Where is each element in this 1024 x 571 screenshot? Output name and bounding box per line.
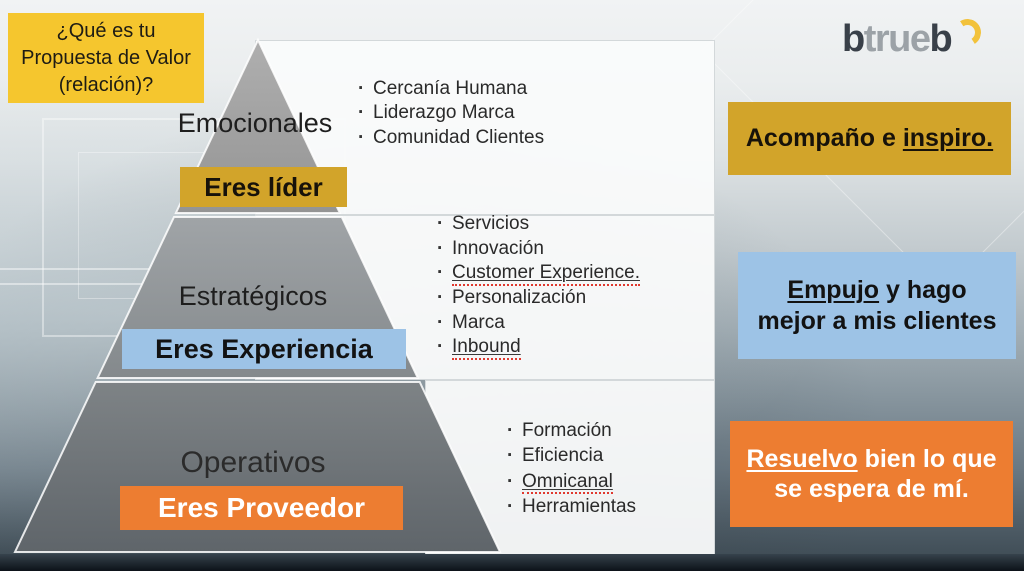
- message-text: bien lo que se espera de mí.: [774, 444, 997, 504]
- spellcheck-flagged-text: Customer Experience.: [452, 262, 640, 287]
- question-text: ¿Qué es tu Propuesta de Valor (relación)…: [21, 19, 191, 96]
- bullet-item: Eficiencia: [507, 443, 636, 469]
- bullet-item: Cercanía Humana: [358, 77, 544, 102]
- bullet-item: Personalización: [437, 286, 640, 311]
- message-box-operativos: Resuelvo bien lo que se espera de mí.: [730, 421, 1013, 527]
- question-box: ¿Qué es tu Propuesta de Valor (relación)…: [8, 13, 204, 103]
- bullets-estrategicos: Servicios Innovación Customer Experience…: [437, 212, 640, 361]
- logo-middle: true: [863, 18, 931, 60]
- bottom-bar: [0, 554, 1024, 571]
- circuit-line-decoration: [0, 268, 225, 270]
- bullets-emocionales: Cercanía Humana Liderazgo Marca Comunida…: [358, 77, 544, 150]
- bullet-item: Customer Experience.: [437, 261, 640, 287]
- badge-eres-experiencia: Eres Experiencia: [122, 329, 406, 369]
- badge-eres-proveedor: Eres Proveedor: [120, 486, 403, 530]
- btrueb-logo: btrueb: [842, 16, 1002, 66]
- message-underlined-text: Resuelvo: [746, 444, 858, 473]
- level-label-operativos: Operativos: [180, 446, 326, 479]
- bullet-item: Omnicanal: [507, 469, 636, 495]
- message-underlined-text: Empujo: [787, 276, 880, 304]
- bullet-item: Innovación: [437, 237, 640, 262]
- logo-swoosh-icon: [951, 16, 984, 49]
- message-box-emocionales: Acompaño e inspiro.: [728, 102, 1011, 175]
- bullet-item: Herramientas: [507, 494, 636, 520]
- message-underlined-text: inspiro.: [902, 124, 994, 153]
- message-text: Acompaño e: [745, 124, 903, 153]
- message-text: y hago mejor a mis clientes: [757, 276, 997, 335]
- bullets-operativos: Formación Eficiencia Omnicanal Herramien…: [507, 418, 636, 520]
- bullet-item: Comunidad Clientes: [358, 126, 544, 151]
- badge-eres-lider: Eres líder: [180, 167, 347, 207]
- bullet-item: Formación: [507, 418, 636, 444]
- spellcheck-flagged-text: Inbound: [452, 336, 521, 361]
- bullet-item: Servicios: [437, 212, 640, 237]
- logo-letter-first: b: [842, 18, 865, 60]
- level-label-emocionales: Emocionales: [177, 108, 333, 138]
- bullet-item: Liderazgo Marca: [358, 101, 544, 126]
- bullet-item: Inbound: [437, 335, 640, 361]
- circuit-line-decoration: [0, 283, 225, 285]
- spellcheck-flagged-text: Omnicanal: [522, 471, 613, 495]
- logo-letter-last: b: [929, 18, 953, 60]
- message-box-estrategicos: Empujo y hago mejor a mis clientes: [738, 252, 1016, 359]
- bullet-item: Marca: [437, 311, 640, 336]
- level-label-estrategicos: Estratégicos: [178, 281, 328, 311]
